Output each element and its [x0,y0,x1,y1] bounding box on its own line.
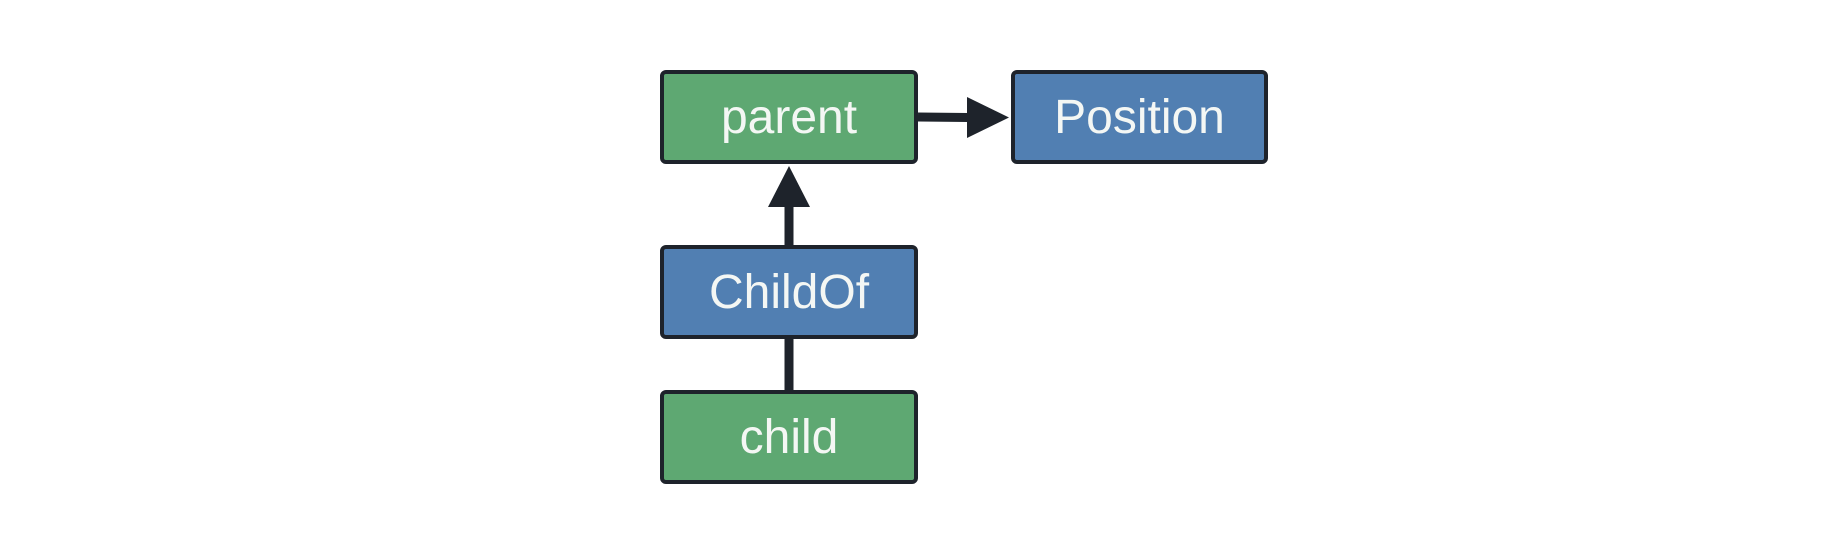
arrowhead-parent [768,166,810,207]
node-child: child [660,390,918,484]
node-childof: ChildOf [660,245,918,339]
node-child-label: child [739,410,839,464]
node-position-label: Position [1054,90,1225,144]
node-parent: parent [660,70,918,164]
node-parent-label: parent [720,90,858,144]
arrowhead-position [967,97,1009,138]
edge-parent-to-position [917,112,969,122]
node-position: Position [1011,70,1268,164]
node-childof-label: ChildOf [708,265,870,319]
